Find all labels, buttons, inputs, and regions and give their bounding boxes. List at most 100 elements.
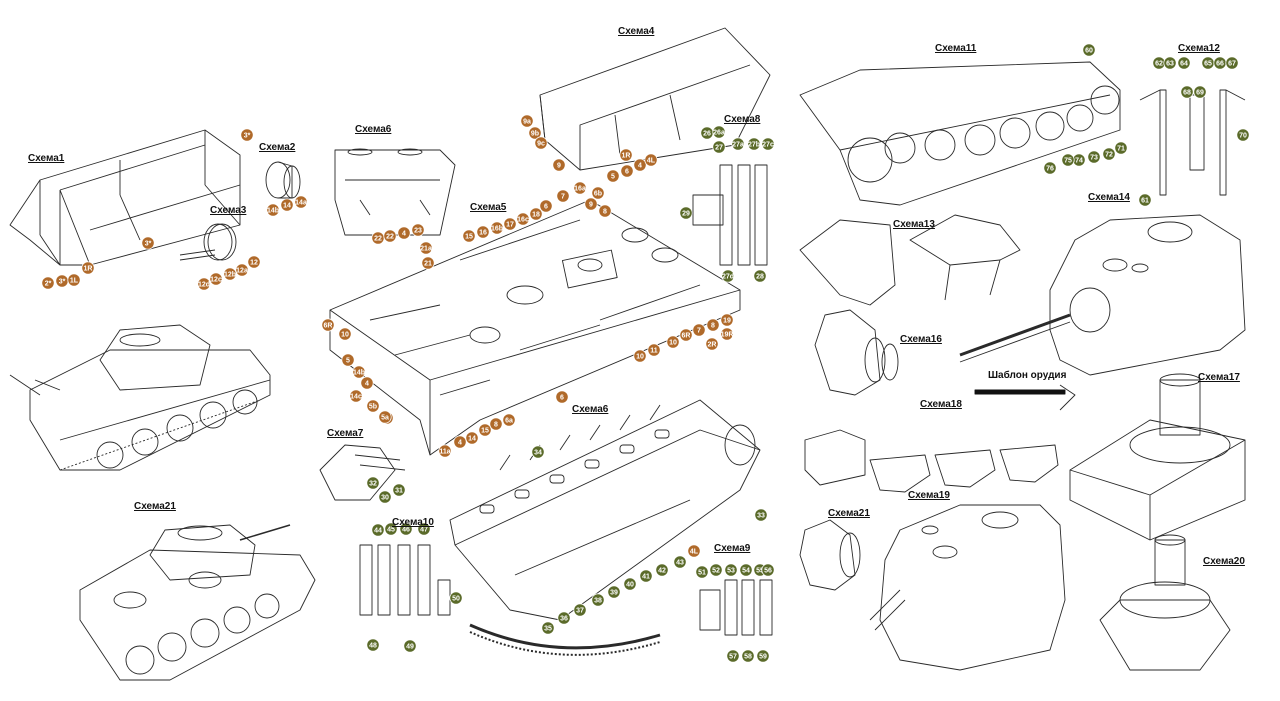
brown-marker-20 bbox=[606, 169, 620, 183]
brown-marker-50 bbox=[465, 431, 479, 445]
brown-marker-37 bbox=[539, 199, 553, 213]
scheme20-label: Схема20 bbox=[1203, 556, 1245, 567]
green-marker-24 bbox=[384, 522, 398, 536]
green-marker-label-20: 41 bbox=[642, 574, 650, 581]
green-marker-1 bbox=[712, 125, 726, 139]
green-marker-label-52: 73 bbox=[1090, 155, 1098, 162]
scheme10-part bbox=[359, 544, 451, 616]
brown-marker-label-32: 17 bbox=[506, 222, 514, 229]
green-marker-label-50: 71 bbox=[1117, 146, 1125, 153]
brown-marker-label-43: 7 bbox=[697, 328, 701, 335]
brown-marker-1 bbox=[41, 276, 55, 290]
brown-marker-63 bbox=[321, 318, 335, 332]
brown-marker-label-44: 6R bbox=[682, 333, 691, 340]
brown-marker-label-0: 3* bbox=[244, 133, 251, 140]
brown-marker-label-2: 3* bbox=[59, 279, 66, 286]
green-marker-26 bbox=[417, 522, 431, 536]
green-marker-label-38: 59 bbox=[759, 654, 767, 661]
green-marker-30 bbox=[695, 565, 709, 579]
brown-marker-0 bbox=[240, 128, 254, 142]
scheme9-label: Схема9 bbox=[714, 543, 751, 554]
brown-marker-label-20: 5 bbox=[611, 174, 615, 181]
brown-marker-label-18: 4 bbox=[638, 163, 642, 170]
brown-marker-label-27: 21 bbox=[424, 261, 432, 268]
brown-marker-label-34: 16c bbox=[517, 217, 529, 224]
gun-template-shape bbox=[974, 384, 1076, 411]
green-marker-label-25: 46 bbox=[402, 527, 410, 534]
green-marker-32 bbox=[724, 563, 738, 577]
green-marker-label-37: 58 bbox=[744, 654, 752, 661]
brown-marker-51 bbox=[478, 423, 492, 437]
brown-marker-25 bbox=[397, 226, 411, 240]
green-marker-16 bbox=[573, 603, 587, 617]
brown-marker-label-50: 14 bbox=[468, 436, 476, 443]
green-marker-label-19: 40 bbox=[626, 582, 634, 589]
brown-marker-label-46: 11 bbox=[650, 348, 658, 355]
green-marker-9 bbox=[378, 490, 392, 504]
brown-marker-label-24: 22 bbox=[386, 234, 394, 241]
scheme2-part bbox=[265, 161, 301, 199]
brown-marker-label-33: 18 bbox=[532, 212, 540, 219]
green-marker-49 bbox=[1236, 128, 1250, 142]
brown-marker-14 bbox=[520, 114, 534, 128]
green-marker-label-48: 69 bbox=[1196, 90, 1204, 97]
green-marker-label-29: 50 bbox=[452, 596, 460, 603]
green-marker-19 bbox=[623, 577, 637, 591]
scheme6-upper-part bbox=[334, 148, 456, 236]
scheme2-label: Схема2 bbox=[259, 142, 296, 153]
green-marker-label-3: 27a bbox=[732, 142, 744, 149]
green-marker-label-35: 56 bbox=[764, 568, 772, 575]
green-marker-label-47: 68 bbox=[1183, 90, 1191, 97]
scheme14-turret bbox=[959, 214, 1246, 376]
scheme18-label: Схема18 bbox=[920, 399, 962, 410]
green-marker-label-45: 66 bbox=[1216, 61, 1224, 68]
brown-marker-42 bbox=[706, 318, 720, 332]
green-marker-31 bbox=[709, 563, 723, 577]
scheme1-label: Схема1 bbox=[28, 153, 65, 164]
brown-marker-label-12: 12c bbox=[210, 277, 222, 284]
green-marker-5 bbox=[761, 137, 775, 151]
green-marker-label-7: 28 bbox=[756, 274, 764, 281]
brown-marker-65 bbox=[705, 337, 719, 351]
green-marker-label-53: 74 bbox=[1075, 158, 1083, 165]
green-marker-4 bbox=[747, 137, 761, 151]
brown-marker-38 bbox=[591, 186, 605, 200]
green-marker-label-17: 38 bbox=[594, 598, 602, 605]
brown-marker-label-66: 19R bbox=[721, 332, 734, 339]
brown-marker-label-5: 3* bbox=[145, 241, 152, 248]
brown-marker-label-55: 5 bbox=[346, 358, 350, 365]
brown-marker-label-56: 4 bbox=[365, 381, 369, 388]
brown-marker-8 bbox=[294, 195, 308, 209]
green-marker-35 bbox=[761, 563, 775, 577]
green-marker-label-10: 31 bbox=[395, 488, 403, 495]
green-marker-label-9: 30 bbox=[381, 495, 389, 502]
green-marker-label-18: 39 bbox=[610, 590, 618, 597]
brown-marker-15 bbox=[552, 158, 566, 172]
brown-marker-36 bbox=[556, 189, 570, 203]
brown-marker-label-4: 1R bbox=[84, 266, 93, 273]
scheme8-label: Схема8 bbox=[724, 114, 761, 125]
scheme21-part bbox=[799, 519, 861, 591]
green-marker-47 bbox=[1180, 85, 1194, 99]
brown-marker-label-54: 6 bbox=[560, 395, 564, 402]
brown-marker-61 bbox=[378, 410, 392, 424]
scheme11-hull bbox=[799, 61, 1121, 206]
green-marker-3 bbox=[731, 137, 745, 151]
brown-marker-label-29: 15 bbox=[465, 234, 473, 241]
green-marker-38 bbox=[756, 649, 770, 663]
green-marker-label-34: 55 bbox=[756, 568, 764, 575]
brown-marker-47 bbox=[633, 349, 647, 363]
green-marker-8 bbox=[679, 206, 693, 220]
brown-marker-55 bbox=[341, 353, 355, 367]
brown-marker-3 bbox=[67, 273, 81, 287]
brown-marker-label-25: 4 bbox=[402, 231, 406, 238]
green-marker-label-54: 75 bbox=[1064, 158, 1072, 165]
scheme8-part bbox=[692, 164, 768, 266]
green-marker-label-26: 47 bbox=[420, 527, 428, 534]
green-marker-label-1: 26a bbox=[713, 130, 725, 137]
tank-view-top-left bbox=[9, 324, 271, 471]
brown-marker-62 bbox=[338, 327, 352, 341]
brown-marker-label-51: 15 bbox=[481, 428, 489, 435]
green-marker-37 bbox=[741, 649, 755, 663]
